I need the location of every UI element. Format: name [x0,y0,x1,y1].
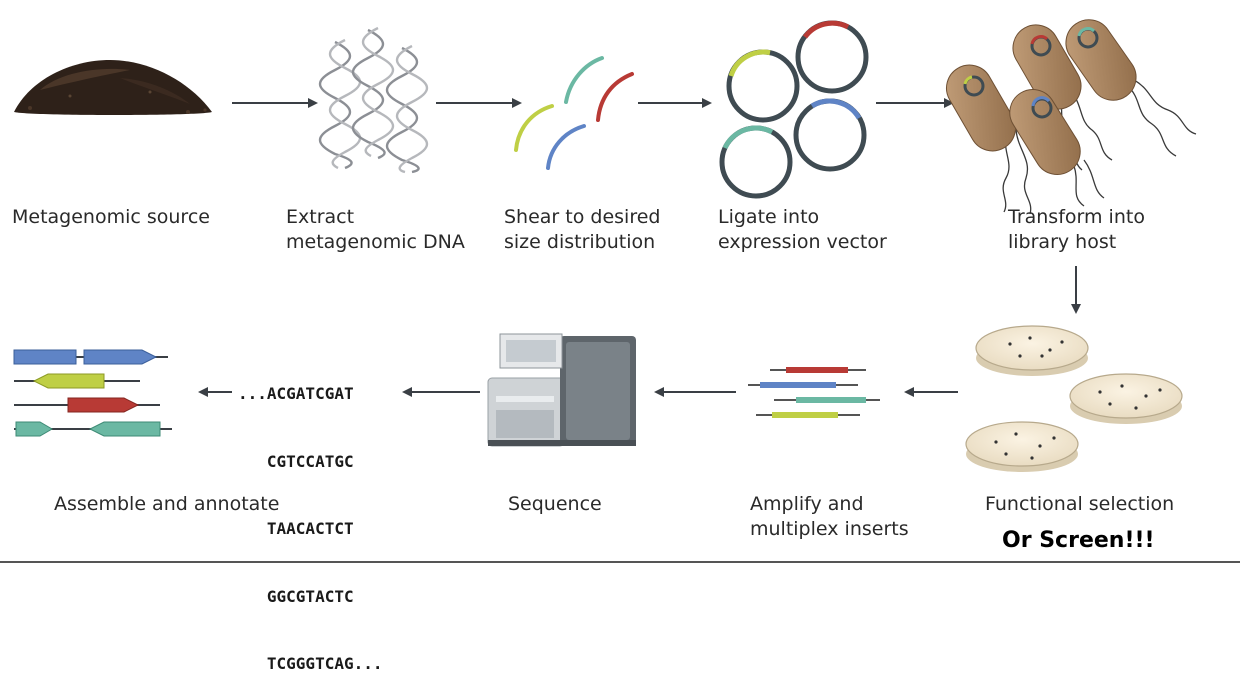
petri-dish-bottom [965,421,1079,472]
label-metagenomic-source: Metagenomic source [12,205,210,230]
label-line-1: Shear to desired [504,206,661,228]
annotated-genes-icon [13,349,172,437]
plasmid-green [726,49,800,123]
dna-helix-icon [318,26,429,174]
workflow-diagram [13,19,1197,472]
dna-helix-middle [351,26,395,160]
amplified-inserts-icon [748,367,880,418]
dna-fragments-icon [514,56,634,170]
or-screen-note: Or Screen!!! [1002,528,1155,553]
sequence-read: CGTCCATGC [238,451,354,471]
sequence-reads: ...ACGATCGAT CGTCCATGC TAACACTCT GGCGTAC… [238,338,383,698]
flow-arrows [198,98,1081,397]
label-line-1: Assemble and annotate [54,493,280,515]
label-functional-selection: Functional selection [985,492,1174,517]
label-shear: Shear to desired size distribution [504,205,660,255]
label-line-1: Transform into [1008,206,1145,228]
sequencer-icon [487,333,636,447]
fragment-green [514,104,554,152]
label-line-2: metagenomic DNA [286,231,465,253]
gene-track-3 [14,397,160,413]
bacterium-4 [1009,88,1105,207]
bacteria-icon [946,19,1197,215]
soil-pile-icon [14,60,212,115]
plasmid-teal [719,125,793,199]
fragment-blue [546,124,586,170]
label-line-1: Ligate into [718,206,820,228]
label-line-2: multiplex inserts [750,518,909,540]
label-assemble: Assemble and annotate [54,492,279,517]
label-extract-dna: Extract metagenomic DNA [286,205,465,255]
sequence-read: GGCGTACTC [238,586,354,606]
label-line-2: expression vector [718,231,887,253]
label-line-1: Amplify and [750,493,864,515]
label-transform: Transform into library host [1008,205,1145,255]
plasmid-blue [793,98,867,172]
petri-dish-right [1069,373,1183,424]
gene-track-1 [13,349,168,365]
sequence-read: TCGGGTCAG... [238,654,383,673]
sequence-read: TAACACTCT [238,519,354,538]
label-line-2: size distribution [504,231,656,253]
dna-helix-left [318,38,362,170]
label-line-2: library host [1008,231,1117,253]
sequence-read: ...ACGATCGAT [238,384,354,403]
label-line-1: Extract [286,206,355,228]
bottom-divider [0,561,1240,563]
label-line-1: Sequence [508,493,602,515]
label-line-1: Metagenomic source [12,206,210,228]
fragment-red [596,72,634,122]
plasmid-vector-icon [719,20,869,199]
petri-dish-icon [965,325,1183,472]
bacterium-2 [1012,24,1113,171]
label-sequence: Sequence [508,492,602,517]
gene-track-4 [14,421,172,437]
petri-dish-top [975,325,1089,376]
bacterium-3 [1065,19,1197,157]
bacterium-1 [946,64,1032,215]
plasmid-red [795,20,869,94]
label-line-1: Functional selection [985,493,1175,515]
gene-track-2 [14,373,140,389]
fragment-teal [564,56,604,104]
label-ligate: Ligate into expression vector [718,205,887,255]
label-amplify: Amplify and multiplex inserts [750,492,909,542]
dna-helix-right [385,44,429,174]
